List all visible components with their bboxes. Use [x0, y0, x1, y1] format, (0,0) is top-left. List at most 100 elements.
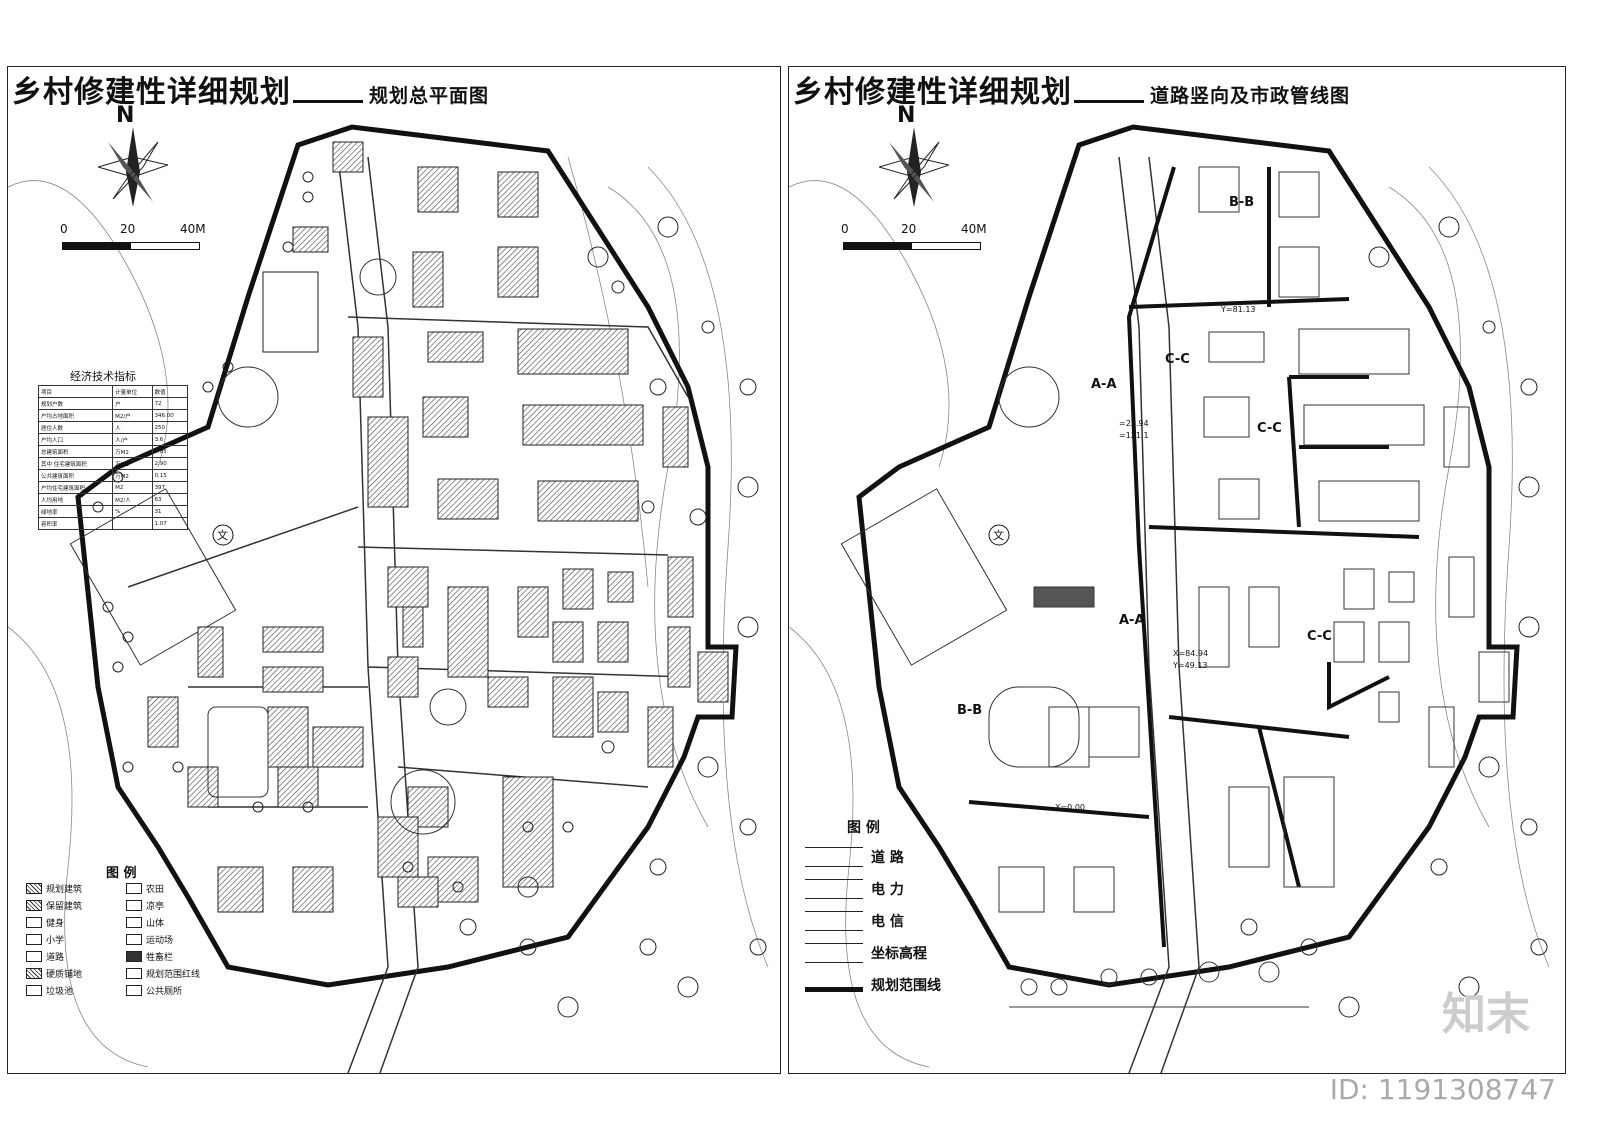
- elevation-value: Y=49.13: [1173, 661, 1208, 670]
- table-cell: 3.6: [151, 433, 189, 446]
- north-arrow-right: N: [897, 103, 915, 128]
- table-cell: 项目: [37, 385, 114, 398]
- table-cell: [112, 517, 153, 530]
- table-cell: 人均用地: [37, 493, 114, 506]
- legend-symbol: [805, 879, 863, 899]
- legend-swatch: [26, 968, 42, 979]
- legend-label: 牲畜栏: [146, 953, 174, 963]
- legend-item: 道路: [26, 950, 64, 963]
- north-arrow: N: [116, 103, 134, 128]
- legend-item: 垃圾池: [26, 984, 73, 997]
- school-label: 文: [217, 529, 228, 542]
- legend-label: 规划建筑: [46, 885, 83, 895]
- legend-item: 电 力: [805, 879, 904, 899]
- table-cell: 其中 住宅建筑面积: [37, 457, 114, 470]
- left-title-sub: 规划总平面图: [369, 85, 490, 107]
- legend-label: 小学: [46, 936, 65, 946]
- legend-item: 小学: [26, 933, 64, 946]
- site-plan-drawing: [8, 124, 769, 1073]
- legend-right: 图 例 道 路电 力电 信坐标高程规划范围线: [805, 817, 1005, 1017]
- table-cell: 万M2: [112, 457, 153, 470]
- legend-swatch: [26, 917, 42, 928]
- legend-item: 健身: [26, 916, 64, 929]
- legend-item: 规划建筑: [26, 882, 82, 895]
- legend-label: 健身: [46, 919, 65, 929]
- brand-watermark: 知末: [1442, 989, 1530, 1040]
- table-cell: 万M2: [112, 469, 153, 482]
- legend-item: 山体: [126, 916, 164, 929]
- table-cell: 户均占地面积: [37, 409, 114, 422]
- table-cell: 绿地率: [37, 505, 114, 518]
- table-cell: 人/户: [112, 433, 153, 446]
- left-title-main: 乡村修建性详细规划: [12, 75, 291, 110]
- legend-item: 公共厕所: [126, 984, 182, 997]
- table-cell: 居住人数: [37, 421, 114, 434]
- scale-0: 0: [841, 222, 849, 236]
- table-cell: 63: [151, 493, 189, 506]
- scale-bar: 0 20 40M: [58, 222, 208, 252]
- legend-item: 电 信: [805, 911, 904, 931]
- legend-symbol: [805, 943, 863, 963]
- legend-item: 农田: [126, 882, 164, 895]
- table-cell: 346.00: [151, 409, 189, 422]
- legend-item: 运动场: [126, 933, 173, 946]
- section-label: B-B: [1229, 195, 1255, 210]
- table-cell: 数值: [151, 385, 189, 398]
- table-cell: 公共建筑面积: [37, 469, 114, 482]
- section-label: C-C: [1257, 421, 1282, 436]
- table-cell: 容积率: [37, 517, 114, 530]
- section-label: C-C: [1307, 629, 1332, 644]
- legend-swatch: [126, 917, 142, 928]
- legend-swatch: [126, 900, 142, 911]
- legend-swatch: [26, 934, 42, 945]
- table-cell: 1.07: [151, 517, 189, 530]
- legend-item: 坐标高程: [805, 943, 927, 963]
- north-label: N: [116, 103, 135, 128]
- legend-label: 道路: [46, 953, 65, 963]
- elevation-value: =121.1: [1119, 431, 1149, 440]
- table-cell: 31: [151, 505, 189, 518]
- scale-20: 20: [901, 222, 917, 236]
- legend-label: 运动场: [146, 936, 174, 946]
- table-cell: 人: [112, 421, 153, 434]
- legend-label: 山体: [146, 919, 165, 929]
- table-cell: 4.85: [151, 445, 189, 458]
- image-id: ID: 1191308747: [1329, 1073, 1556, 1106]
- legend-swatch: [26, 883, 42, 894]
- table-cell: 户均人口: [37, 433, 114, 446]
- section-label: A-A: [1091, 377, 1117, 392]
- legend-label: 道 路: [871, 850, 904, 866]
- table-cell: 户: [112, 397, 153, 410]
- elevation-value: =23.94: [1119, 419, 1149, 428]
- table-cell: M2/户: [112, 409, 153, 422]
- school-symbol: [212, 524, 234, 546]
- legend-title-right: 图 例: [847, 820, 880, 836]
- table-title: 经济技术指标: [70, 370, 136, 383]
- wind-rose-icon: [98, 127, 168, 207]
- legend-symbol: [805, 911, 863, 931]
- legend-item: 道 路: [805, 847, 904, 867]
- table-cell: 397: [151, 481, 189, 494]
- section-label: A-A: [1119, 613, 1145, 628]
- legend-label: 凉亭: [146, 902, 165, 912]
- legend-item: 牲畜栏: [126, 950, 173, 963]
- legend-label: 硬质铺地: [46, 970, 83, 980]
- north-label-right: N: [897, 103, 916, 128]
- table-cell: 0.15: [151, 469, 189, 482]
- scale-bar-right: 0 20 40M: [839, 222, 989, 252]
- right-title: 乡村修建性详细规划道路竖向及市政管线图: [793, 67, 1350, 111]
- legend-label: 电 信: [871, 914, 904, 930]
- legend: 图 例 规划建筑农田保留建筑凉亭健身山体小学运动场道路牲畜栏硬质铺地规划范围红线…: [26, 862, 236, 1012]
- scale-40m: 40M: [961, 222, 987, 236]
- legend-swatch: [26, 900, 42, 911]
- legend-item: 硬质铺地: [26, 967, 82, 980]
- legend-swatch: [126, 934, 142, 945]
